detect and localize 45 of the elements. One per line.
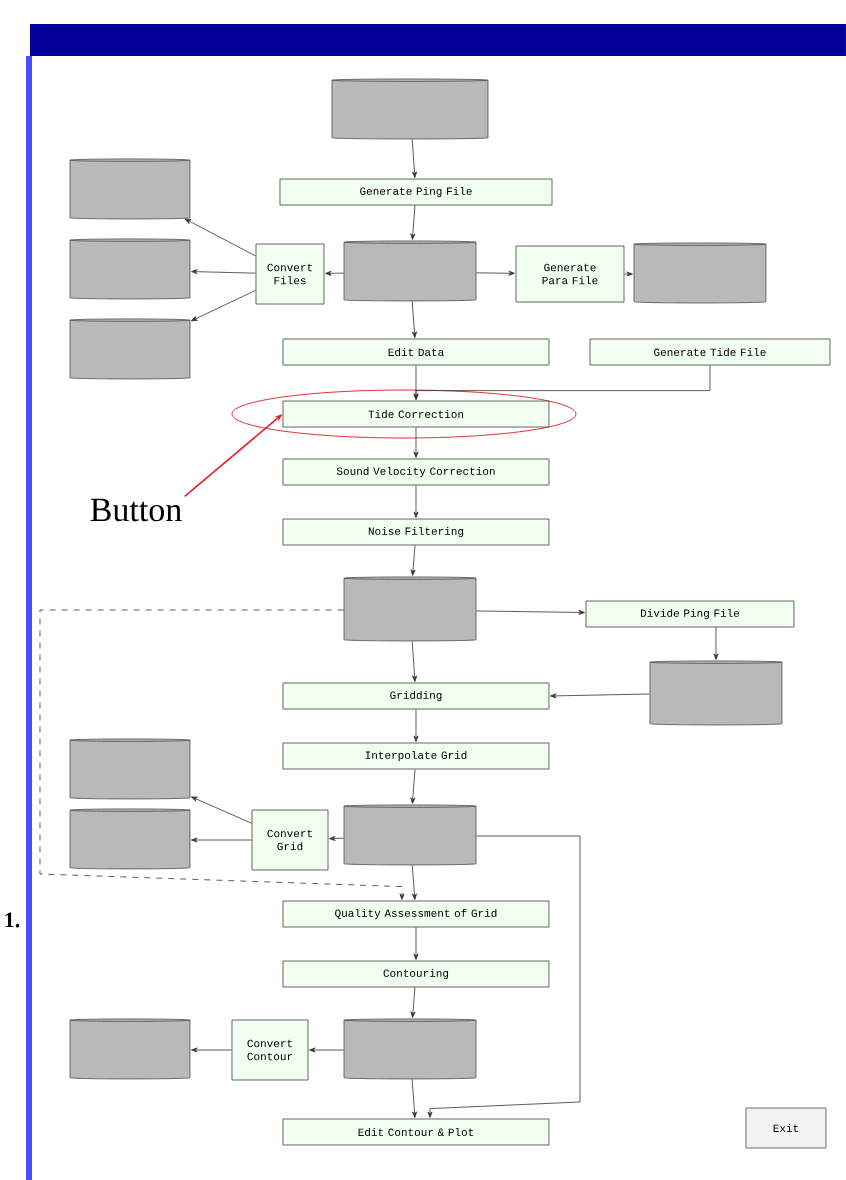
database-cylinder <box>343 1018 477 1080</box>
database-cylinder <box>343 804 477 866</box>
arrow <box>411 300 417 338</box>
database-cylinder <box>331 78 489 140</box>
arrow <box>413 427 419 458</box>
arrow <box>191 796 252 824</box>
arrow <box>411 1078 417 1118</box>
arrow <box>411 864 417 900</box>
arrow <box>413 927 419 960</box>
database-cylinder <box>69 738 191 800</box>
database-cylinder <box>343 576 477 642</box>
arrow <box>476 609 585 615</box>
arrow <box>309 1047 344 1053</box>
arrow <box>713 627 719 660</box>
arrow <box>476 270 515 276</box>
arrow <box>191 837 252 843</box>
database-cylinder <box>633 242 767 304</box>
arrow <box>39 609 405 900</box>
arrow <box>550 693 650 699</box>
arrow <box>413 365 711 400</box>
database-cylinder <box>69 1018 191 1080</box>
database-cylinder <box>69 158 191 220</box>
arrow <box>191 269 256 275</box>
arrow <box>410 987 416 1018</box>
arrow <box>413 485 419 518</box>
callout-label: Button <box>90 498 182 522</box>
step-number: 1. <box>5 912 20 928</box>
database-cylinder <box>343 240 477 302</box>
database-cylinder <box>69 808 191 870</box>
arrow <box>411 139 417 178</box>
database-cylinder <box>649 660 783 726</box>
arrow <box>329 836 344 841</box>
arrow <box>191 289 256 322</box>
arrow <box>184 218 256 257</box>
arrow <box>413 709 419 742</box>
arrow <box>410 545 416 576</box>
database-cylinder <box>69 318 191 380</box>
arrow <box>410 769 416 804</box>
database-cylinder <box>69 238 191 300</box>
arrow <box>411 640 418 682</box>
arrow <box>191 1047 232 1053</box>
arrow <box>624 271 633 277</box>
arrow <box>427 835 581 1118</box>
arrow <box>410 205 416 240</box>
arrow <box>325 270 344 276</box>
